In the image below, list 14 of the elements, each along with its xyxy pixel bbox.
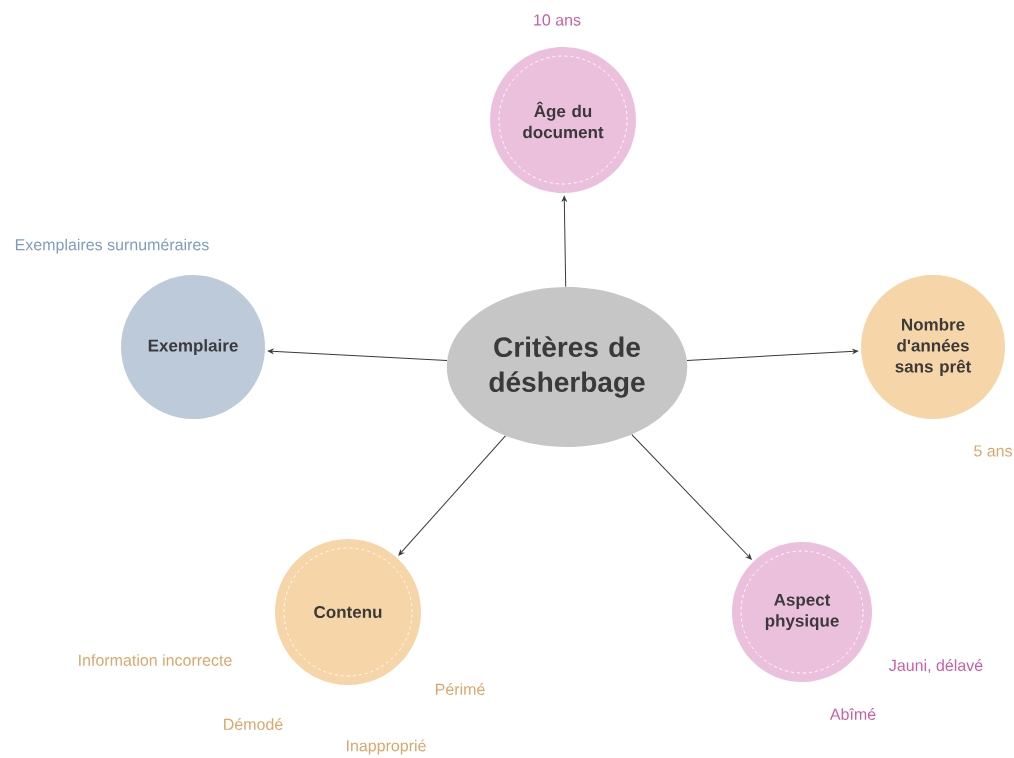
arrow (562, 195, 567, 288)
side-note: Jauni, délavé (889, 659, 983, 673)
arrow (631, 434, 752, 560)
side-note: Périmé (436, 683, 485, 695)
arrow (398, 435, 506, 556)
side-note: Abîmé (829, 708, 876, 720)
side-note: Démodé (224, 718, 283, 730)
arrow (267, 348, 448, 362)
arrow (686, 349, 859, 361)
side-note: 10 ans (534, 14, 581, 26)
side-note: Information incorrecte (79, 654, 232, 666)
side-note: 5 ans (974, 445, 1012, 457)
side-note: Exemplaires surnuméraires (15, 238, 209, 254)
side-note: Inapproprié (347, 739, 426, 755)
